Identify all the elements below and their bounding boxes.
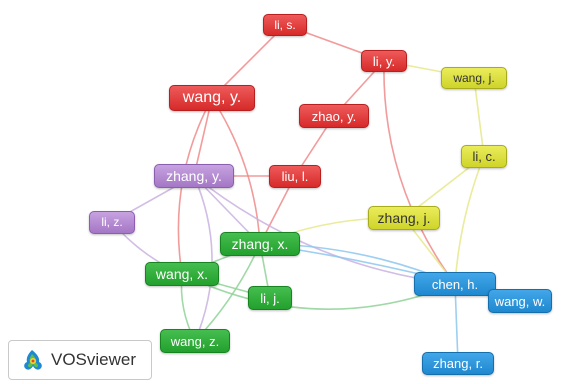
link-zhang-y-wang-z	[193, 175, 213, 342]
link-zhang-y-chen-h	[193, 175, 456, 285]
node-li-j[interactable]: li, j.	[248, 286, 292, 310]
node-wang-z[interactable]: wang, z.	[160, 329, 230, 353]
vosviewer-logo-icon	[24, 350, 42, 370]
node-wang-w[interactable]: wang, w.	[488, 289, 552, 313]
node-zhao-y[interactable]: zhao, y.	[299, 104, 369, 128]
link-wang-y-zhang-x	[211, 97, 261, 245]
node-li-c[interactable]: li, c.	[461, 144, 507, 168]
vosviewer-logo: VOSviewer	[8, 340, 152, 380]
node-liu-l[interactable]: liu, l.	[269, 164, 321, 188]
link-wang-x-chen-h	[181, 273, 456, 310]
node-li-z[interactable]: li, z.	[89, 210, 135, 234]
node-zhang-y[interactable]: zhang, y.	[154, 164, 234, 188]
node-wang-x[interactable]: wang, x.	[145, 262, 219, 286]
node-zhang-r[interactable]: zhang, r.	[422, 351, 494, 375]
link-li-c-chen-h	[454, 155, 485, 285]
node-chen-h[interactable]: chen, h.	[414, 272, 496, 296]
node-wang-j[interactable]: wang, j.	[441, 67, 507, 89]
node-zhang-x[interactable]: zhang, x.	[220, 232, 300, 256]
link-li-y-chen-h	[383, 60, 456, 285]
node-wang-y[interactable]: wang, y.	[169, 85, 255, 111]
node-zhang-j[interactable]: zhang, j.	[368, 206, 440, 230]
vosviewer-logo-text: VOSviewer	[51, 350, 137, 369]
node-li-s[interactable]: li, s.	[263, 14, 307, 36]
node-li-y[interactable]: li, y.	[361, 50, 407, 72]
